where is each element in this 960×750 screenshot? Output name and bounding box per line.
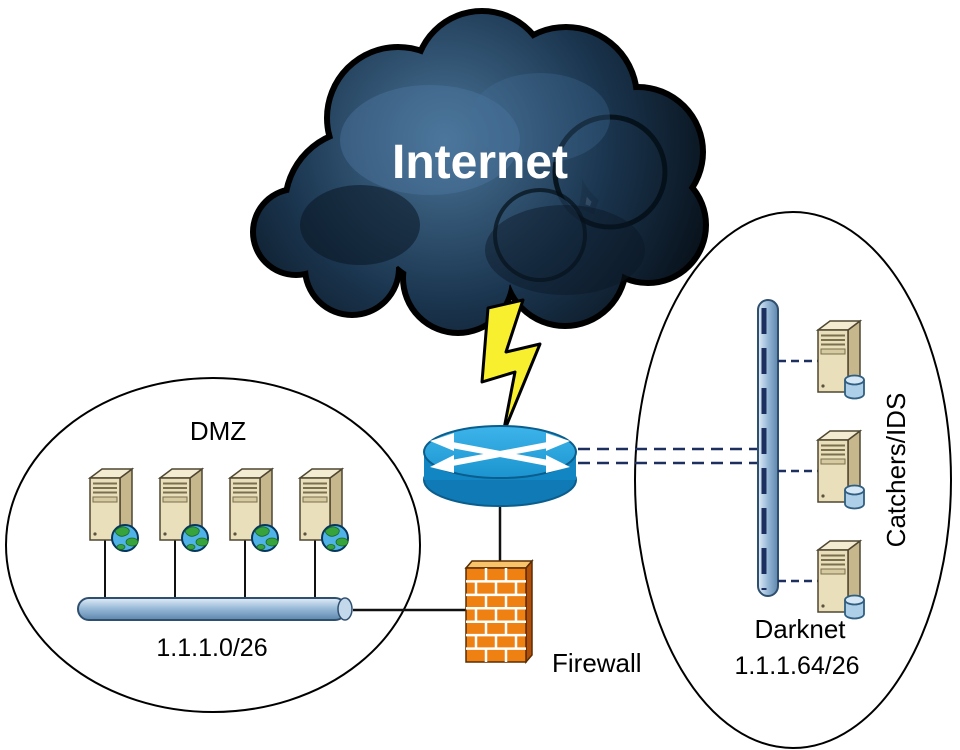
dmz-server-icon-1 xyxy=(90,469,138,551)
dmz-server-icon-4 xyxy=(300,469,348,551)
darknet-subnet-label: 1.1.1.64/26 xyxy=(734,652,859,680)
darknet-sensor-icon-2 xyxy=(818,431,864,509)
darknet-sensor-links xyxy=(778,359,818,583)
dmz-server-icon-2 xyxy=(160,469,208,551)
firewall-label: Firewall xyxy=(552,648,642,678)
dmz-zone-ellipse xyxy=(5,377,421,713)
darknet-label: Darknet xyxy=(754,614,846,644)
catchers-label: Catchers/IDS xyxy=(881,393,911,548)
firewall-icon xyxy=(464,558,534,665)
dmz-server-links xyxy=(104,540,316,600)
darknet-sensor-icon-3 xyxy=(818,541,864,619)
internet-label: Internet xyxy=(392,136,568,189)
dmz-subnet-label: 1.1.1.0/26 xyxy=(156,634,267,662)
dmz-bus-icon xyxy=(77,597,353,621)
lightning-bolt-icon xyxy=(480,298,542,436)
internet-cloud-icon: Internet xyxy=(250,8,709,336)
dmz-label: DMZ xyxy=(190,416,246,446)
dmz-server-icon-3 xyxy=(230,469,278,551)
darknet-bus-icon xyxy=(757,299,779,597)
router-icon xyxy=(423,425,577,507)
darknet-sensor-icon-1 xyxy=(818,321,864,399)
darknet-zone-ellipse xyxy=(634,211,952,749)
